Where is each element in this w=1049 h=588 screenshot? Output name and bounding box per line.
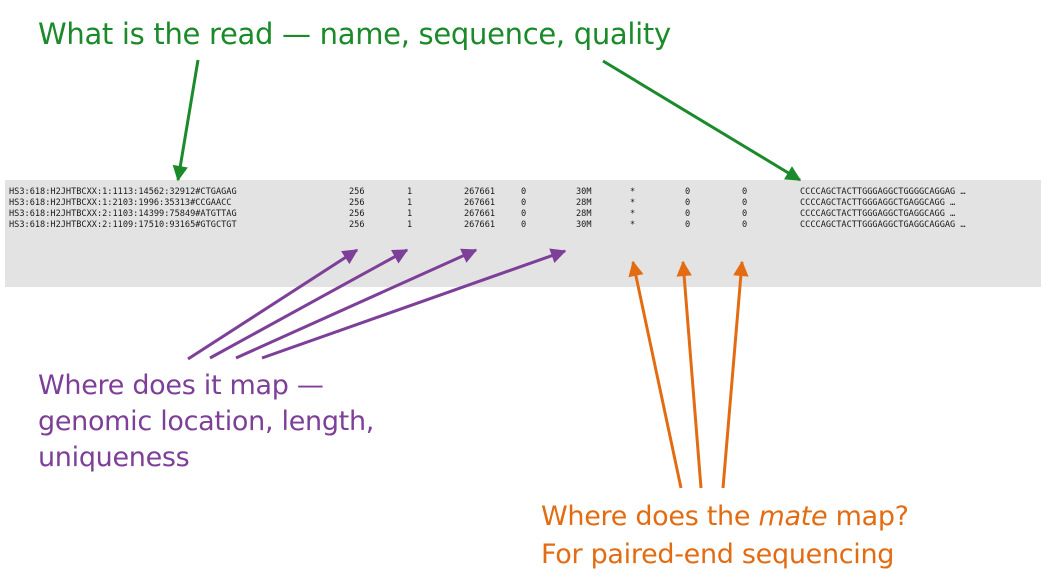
mapping-quality: 0 — [521, 198, 527, 208]
arrow-mate-position — [676, 260, 703, 489]
mate-annotation-line-2: For paired-end sequencing — [541, 539, 895, 570]
mate-position: 0 — [685, 187, 691, 197]
mapping-annotation-line-3: uniqueness — [38, 442, 190, 473]
cigar: 28M — [576, 209, 592, 219]
arrow-template-length — [721, 260, 749, 489]
mate-reference: * — [630, 220, 636, 230]
mapping-annotation-line-2: genomic location, length, — [38, 406, 375, 437]
mapping-quality: 0 — [521, 220, 527, 230]
flag: 256 — [349, 209, 365, 219]
template-length: 0 — [742, 209, 748, 219]
mate-position: 0 — [685, 198, 691, 208]
read-name: HS3:618:H2JHTBCXX:1:2103:1996:35313#CCGA… — [9, 198, 232, 208]
mate-annotation-emphasis: mate — [758, 501, 828, 532]
arrow-read-sequence — [602, 59, 802, 182]
mate-annotation: Where does the mate map? For paired-end … — [541, 498, 909, 574]
arrow-reference — [209, 248, 409, 360]
mate-reference: * — [630, 187, 636, 197]
mate-position: 0 — [685, 209, 691, 219]
arrow-position — [235, 248, 478, 360]
mapping-annotation: Where does it map — genomic location, le… — [38, 368, 374, 476]
arrow-mate-reference — [628, 260, 683, 489]
sequence: CCCCAGCTACTTGGGAGGCTGGGGCAGGAG … — [800, 187, 966, 197]
mate-annotation-suffix: map? — [827, 501, 909, 532]
mapping-annotation-line-1: Where does it map — — [38, 370, 324, 401]
mate-annotation-prefix: Where does the — [541, 501, 759, 532]
template-length: 0 — [742, 187, 748, 197]
position: 267661 — [464, 187, 496, 197]
template-length: 0 — [742, 220, 748, 230]
sam-records-panel: HS3:618:H2JHTBCXX:1:1113:14562:32912#CTG… — [5, 180, 1041, 287]
arrow-flag — [187, 248, 359, 361]
reference-name: 1 — [407, 209, 413, 219]
read-annotation-title: What is the read — name, sequence, quali… — [38, 17, 671, 51]
cigar: 30M — [576, 187, 592, 197]
read-name: HS3:618:H2JHTBCXX:1:1113:14562:32912#CTG… — [9, 187, 237, 197]
position: 267661 — [464, 220, 496, 230]
sequence: CCCCAGCTACTTGGGAGGCTGAGGCAGG … — [800, 209, 956, 219]
arrow-read-name — [172, 59, 200, 182]
position: 267661 — [464, 198, 496, 208]
mapping-quality: 0 — [521, 187, 527, 197]
position: 267661 — [464, 209, 496, 219]
flag: 256 — [349, 220, 365, 230]
cigar: 28M — [576, 198, 592, 208]
reference-name: 1 — [407, 198, 413, 208]
mate-reference: * — [630, 198, 636, 208]
reference-name: 1 — [407, 220, 413, 230]
arrow-cigar — [261, 248, 567, 360]
mate-reference: * — [630, 209, 636, 219]
read-name: HS3:618:H2JHTBCXX:2:1109:17510:93165#GTG… — [9, 220, 237, 230]
mapping-quality: 0 — [521, 209, 527, 219]
read-name: HS3:618:H2JHTBCXX:2:1103:14399:75849#ATG… — [9, 209, 237, 219]
sequence: CCCCAGCTACTTGGGAGGCTGAGGCAGG … — [800, 198, 956, 208]
template-length: 0 — [742, 198, 748, 208]
cigar: 30M — [576, 220, 592, 230]
reference-name: 1 — [407, 187, 413, 197]
mate-position: 0 — [685, 220, 691, 230]
flag: 256 — [349, 187, 365, 197]
flag: 256 — [349, 198, 365, 208]
sequence: CCCCAGCTACTTGGGAGGCTGAGGCAGGAG … — [800, 220, 966, 230]
